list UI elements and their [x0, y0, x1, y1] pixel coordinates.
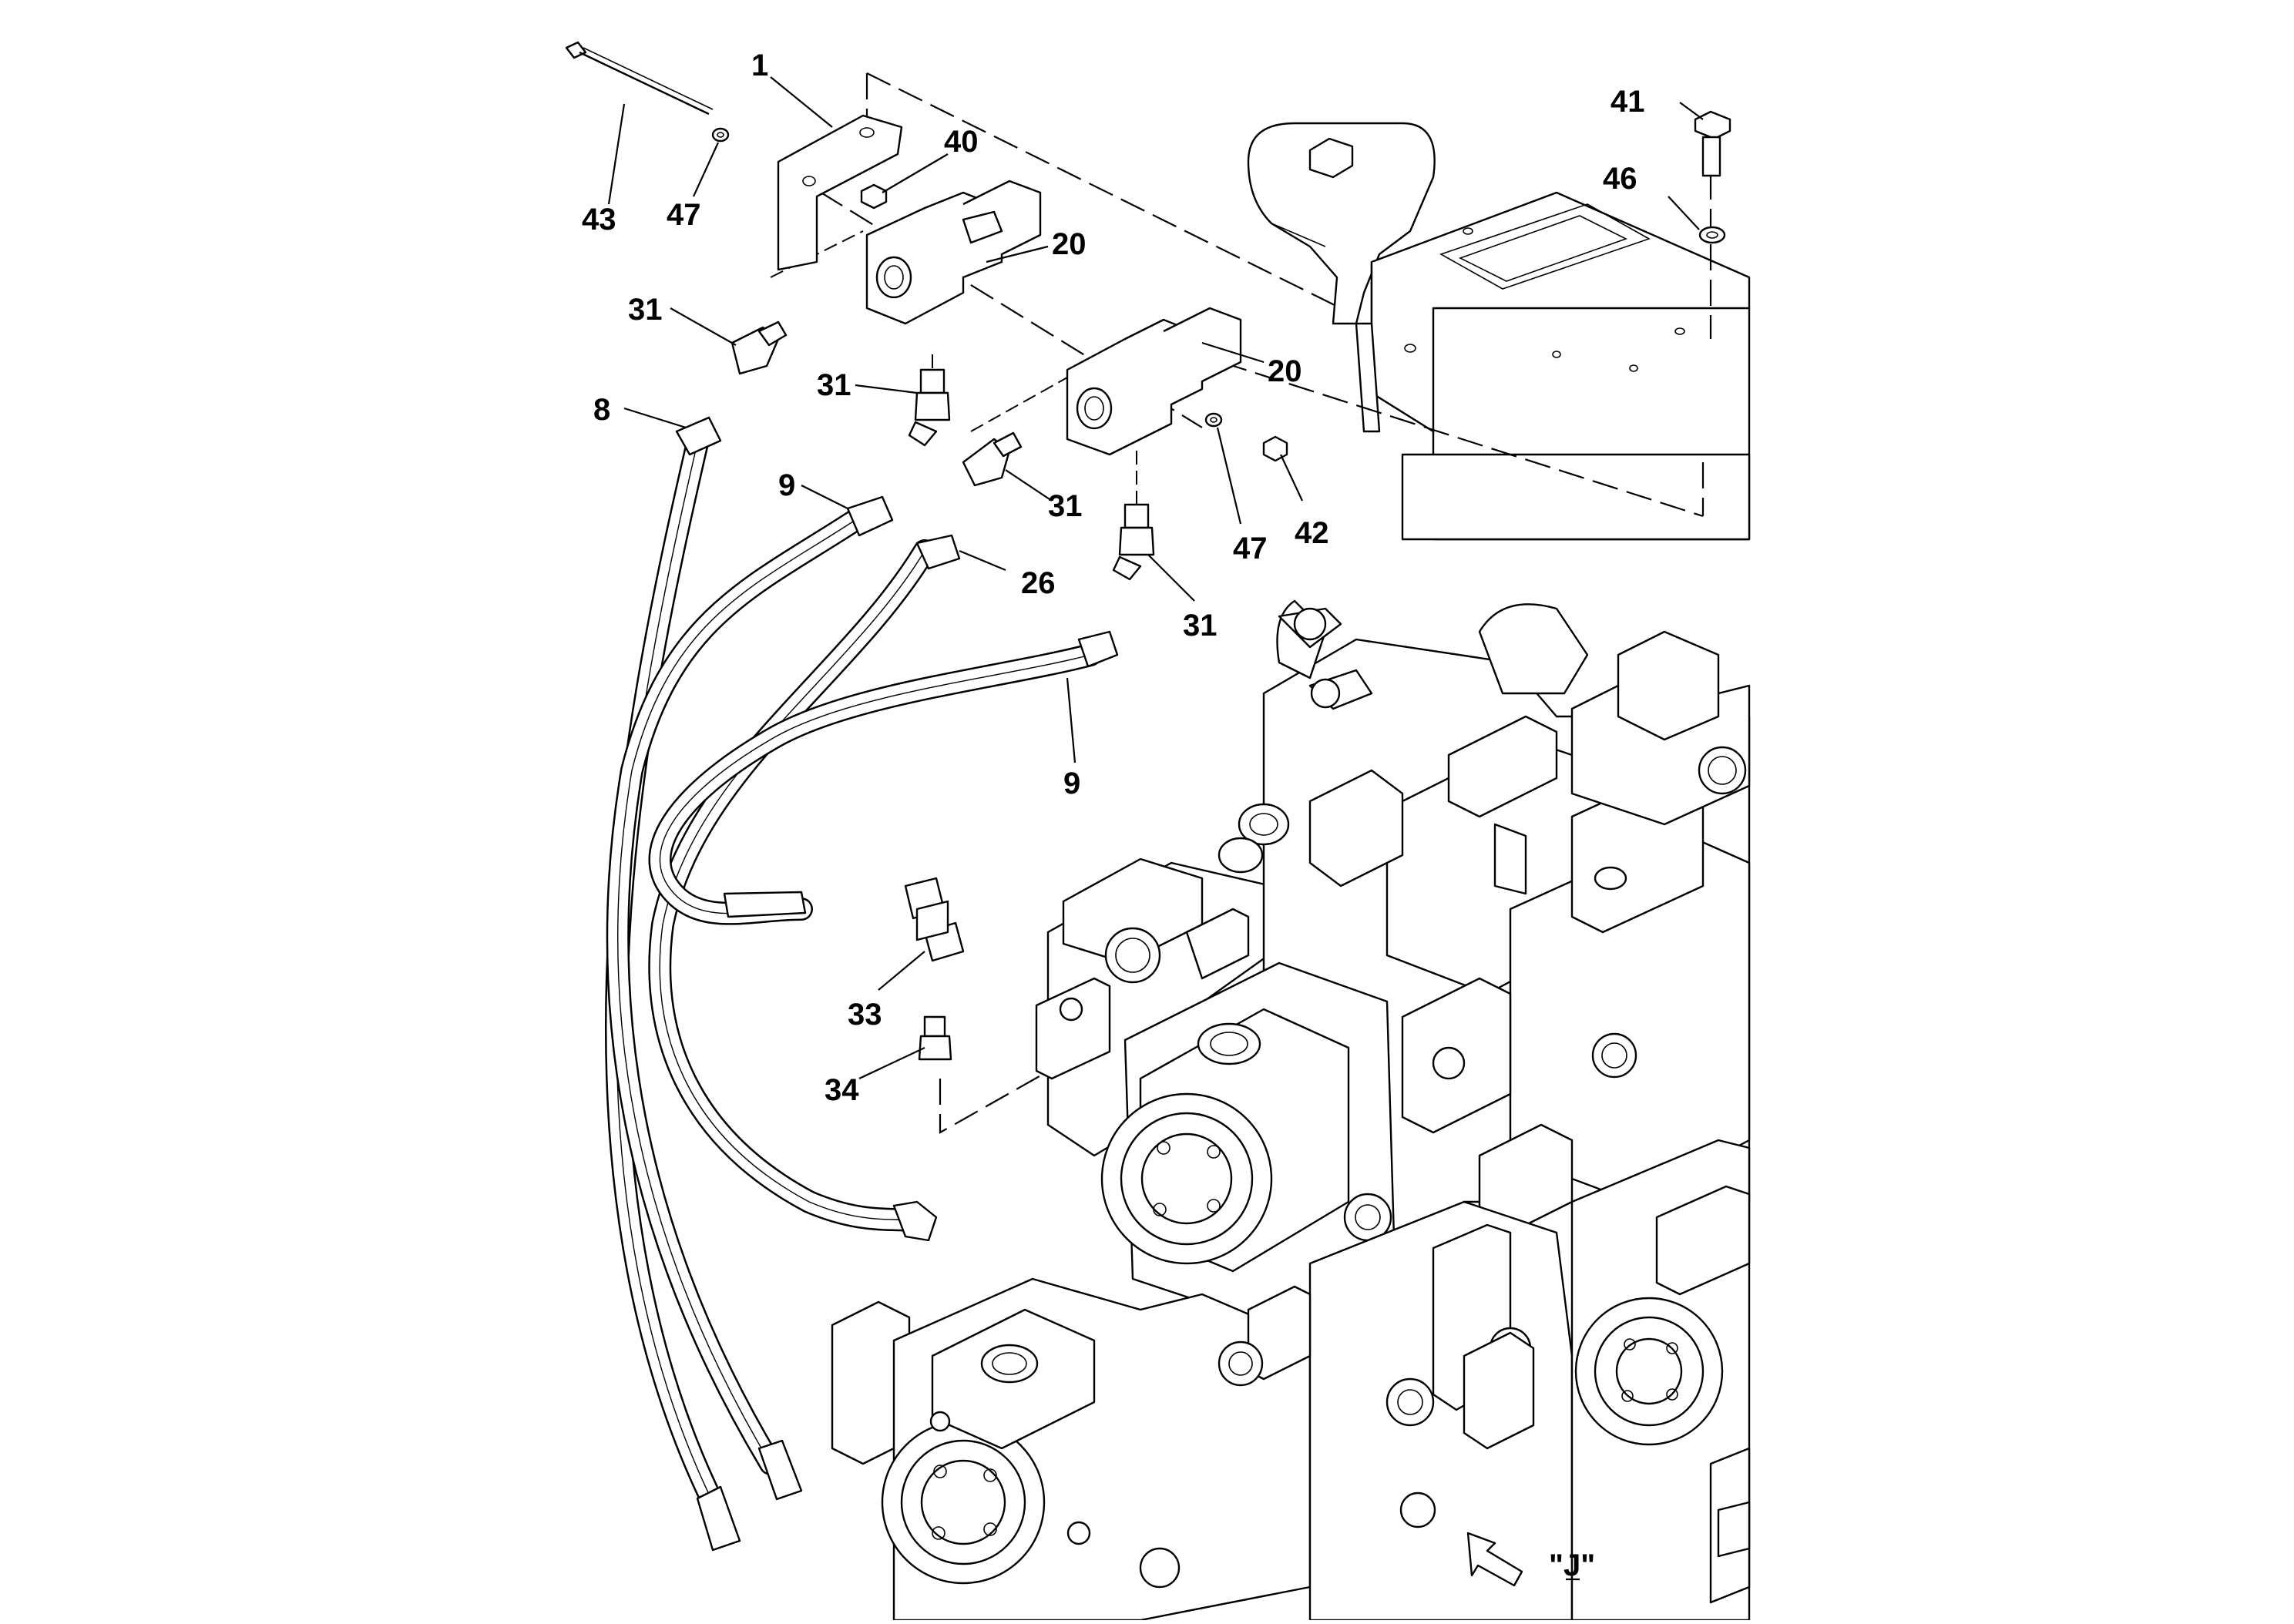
view-label-j: "J" [1549, 1549, 1595, 1582]
solenoid-valve-20-upper [865, 180, 1042, 325]
view-arrow-j [1466, 1532, 1523, 1587]
solenoid-valve-20-lower [1066, 307, 1242, 456]
hose-9-left [606, 495, 894, 1501]
callout-31-b: 31 [817, 368, 851, 402]
hose-9-right [648, 630, 1119, 925]
callout-31-a: 31 [628, 293, 663, 327]
callout-20-lower: 20 [1268, 354, 1302, 388]
fitting-31-c [962, 431, 1023, 487]
nut-42 [1262, 435, 1288, 462]
callout-47-upper: 47 [667, 198, 701, 232]
nut-40 [860, 183, 888, 210]
washer-47-left [711, 127, 730, 143]
pump-assembly-lower [831, 1139, 1751, 1622]
callout-46: 46 [1603, 162, 1637, 196]
callout-34: 34 [825, 1073, 859, 1107]
adapter-34 [918, 1015, 952, 1061]
fitting-31-d [1112, 503, 1155, 581]
callout-41: 41 [1611, 85, 1645, 119]
washer-47-right [1204, 412, 1223, 428]
callout-47-lower: 47 [1233, 532, 1268, 565]
callout-42: 42 [1295, 516, 1329, 550]
washer-46 [1698, 226, 1726, 244]
hose-26 [648, 534, 961, 1242]
bolt-43 [565, 41, 714, 116]
callout-9-upper: 9 [778, 468, 795, 502]
callout-26: 26 [1021, 566, 1056, 600]
callout-31-c: 31 [1048, 489, 1083, 523]
pump-assembly-upper [1035, 599, 1751, 1327]
callout-33: 33 [848, 998, 882, 1032]
callout-1: 1 [751, 49, 768, 82]
bracket-1 [777, 114, 903, 271]
fitting-31-a [731, 320, 788, 375]
tee-fitting-33 [904, 877, 965, 962]
callout-9-lower: 9 [1063, 767, 1080, 800]
fitting-31-b [908, 368, 951, 447]
machine-frame [1247, 122, 1751, 541]
callout-40: 40 [944, 125, 979, 159]
callout-labels: 1 43 47 40 20 31 31 8 9 20 31 47 42 26 3… [582, 49, 1645, 1582]
callout-20-upper: 20 [1052, 227, 1087, 261]
bolt-41 [1694, 110, 1731, 177]
callout-43: 43 [582, 203, 616, 237]
callout-8: 8 [593, 393, 610, 427]
callout-31-d: 31 [1183, 609, 1218, 643]
leader-lines [607, 76, 1704, 1079]
